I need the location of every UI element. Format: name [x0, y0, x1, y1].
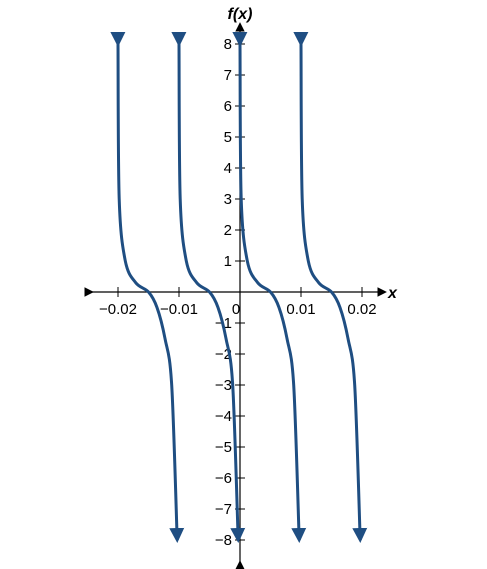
- y-tick-label: −5: [215, 439, 232, 456]
- x-tick-label: 0.01: [286, 301, 315, 318]
- y-tick-label: −8: [215, 532, 232, 549]
- y-tick-label: 2: [224, 222, 232, 239]
- y-tick-label: 6: [224, 98, 232, 115]
- x-tick-label: 0.02: [347, 301, 376, 318]
- curves: [110, 31, 368, 543]
- x-tick-label: −0.01: [160, 301, 198, 318]
- curve-branch-4: [293, 31, 368, 543]
- y-tick-label: −4: [215, 408, 232, 425]
- y-tick-label: 3: [224, 191, 232, 208]
- y-tick-label: −3: [215, 377, 232, 394]
- x-tick-label: −0.02: [99, 301, 137, 318]
- x-tick-label: 0: [232, 301, 240, 318]
- y-tick-label: 8: [224, 36, 232, 53]
- y-tick-label: −7: [215, 501, 232, 518]
- y-tick-label: 1: [224, 253, 232, 270]
- y-axis-title: f(x): [228, 6, 253, 23]
- y-tick-label: 5: [224, 129, 232, 146]
- y-tick-label: 7: [224, 67, 232, 84]
- y-tick-label: −6: [215, 470, 232, 487]
- x-axis-title: x: [387, 285, 398, 302]
- axes: [84, 22, 387, 569]
- y-tick-label: 4: [224, 160, 232, 177]
